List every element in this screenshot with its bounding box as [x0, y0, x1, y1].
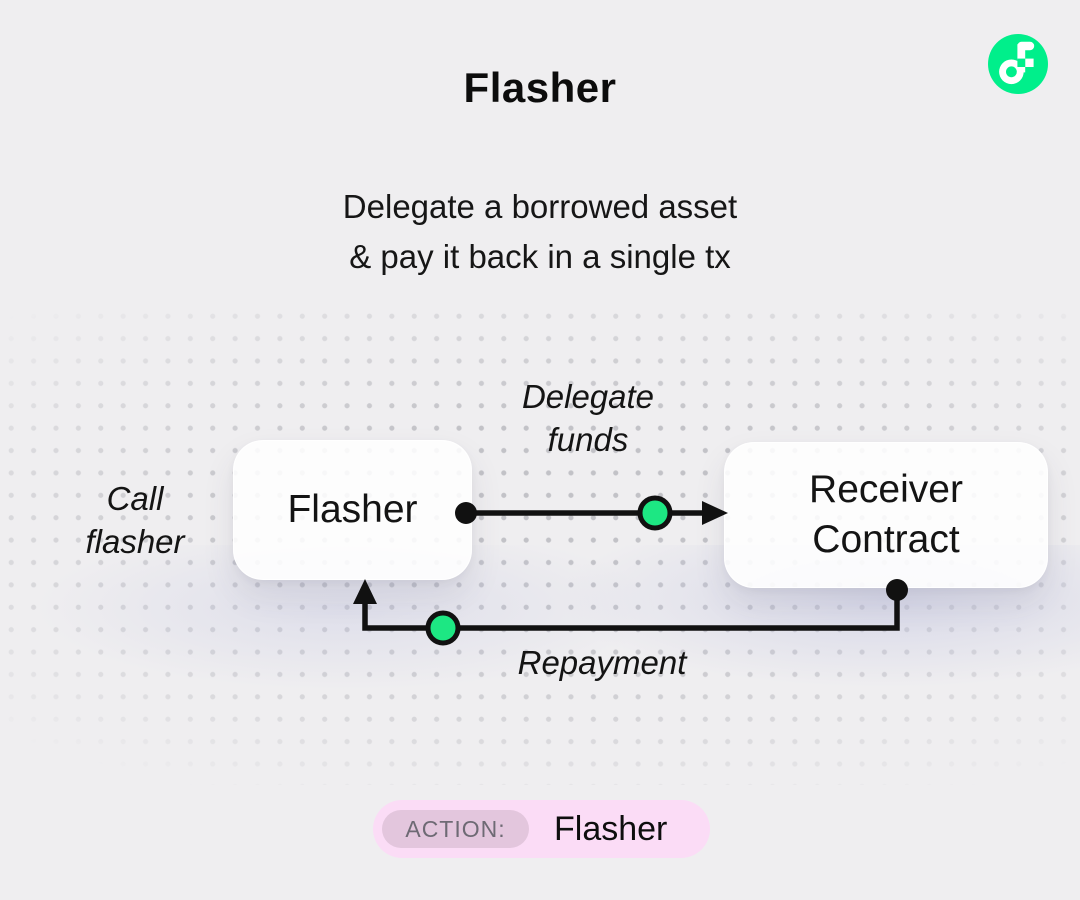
node-receiver-label: Receiver Contract: [809, 468, 963, 561]
action-value: Flasher: [554, 809, 668, 848]
action-badge: ACTION: Flasher: [373, 800, 710, 858]
page-title: Flasher: [463, 64, 617, 111]
edge-label-repayment: Repayment: [517, 644, 687, 681]
action-label: ACTION:: [405, 815, 506, 842]
node-receiver-contract: Receiver Contract: [724, 442, 1048, 588]
node-flasher: Flasher: [233, 440, 472, 580]
node-flasher-label: Flasher: [287, 488, 418, 531]
subtitle-line-2: & pay it back in a single tx: [349, 238, 731, 275]
flow-logo-icon: [988, 34, 1048, 94]
edge-label-delegate-funds: Delegate funds: [521, 378, 655, 458]
annotation-call-flasher: Call flasher: [85, 480, 185, 560]
page-subtitle: Delegate a borrowed asset & pay it back …: [0, 182, 1080, 282]
action-label-pill: ACTION:: [382, 810, 529, 848]
subtitle-line-1: Delegate a borrowed asset: [342, 188, 738, 225]
